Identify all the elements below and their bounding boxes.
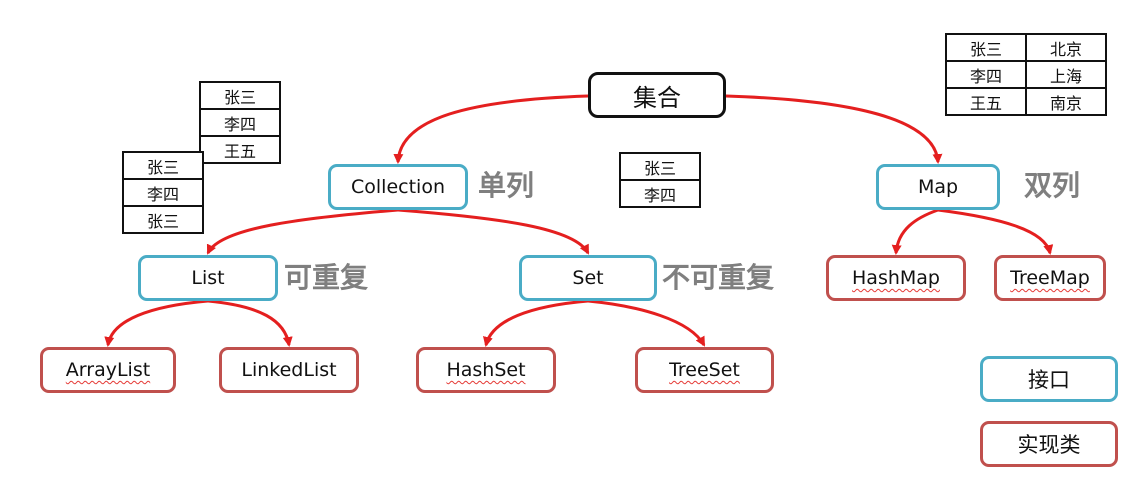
table-cell: 李四 (199, 108, 281, 137)
arrow-collection-set (397, 208, 590, 255)
arrow-root-collection (393, 94, 589, 164)
node-linkedlist: LinkedList (219, 347, 359, 393)
table-cell-value: 北京 (1025, 33, 1107, 62)
note-non-repeatable: 不可重复 (662, 261, 775, 294)
example-table-map: 张三 北京 李四 上海 王五 南京 (945, 33, 1107, 116)
note-single-column: 单列 (478, 169, 535, 202)
note-repeatable: 可重复 (284, 261, 369, 294)
arrow-set-hashset (483, 299, 589, 347)
table-cell-key: 李四 (945, 60, 1027, 89)
table-cell: 李四 (122, 178, 204, 207)
example-table-set: 张三 李四 (619, 152, 701, 208)
table-cell: 张三 (122, 205, 204, 234)
arrow-root-map (725, 94, 943, 164)
arrow-list-linkedlist (207, 299, 293, 347)
node-hashmap: HashMap (826, 255, 966, 301)
example-table-list-b: 张三 李四 张三 (122, 151, 204, 234)
note-double-column: 双列 (1024, 169, 1081, 202)
node-list: List (138, 255, 278, 301)
table-cell: 王五 (199, 135, 281, 164)
arrow-list-arraylist (104, 299, 209, 347)
node-treeset: TreeSet (635, 347, 774, 393)
table-cell: 张三 (122, 151, 204, 180)
arrow-map-treemap (937, 208, 1054, 255)
legend-implementation: 实现类 (980, 421, 1118, 467)
table-cell-value: 上海 (1025, 60, 1107, 89)
node-set: Set (519, 255, 657, 301)
legend-interface: 接口 (980, 356, 1118, 402)
table-cell-key: 张三 (945, 33, 1027, 62)
node-treemap: TreeMap (994, 255, 1106, 301)
node-arraylist: ArrayList (40, 347, 176, 393)
node-collection-root: 集合 (588, 72, 726, 118)
table-cell: 李四 (619, 179, 701, 208)
table-cell: 张三 (619, 152, 701, 181)
table-cell-value: 南京 (1025, 87, 1107, 116)
node-collection: Collection (328, 164, 468, 210)
arrow-map-hashmap (891, 208, 939, 255)
table-cell: 张三 (199, 81, 281, 110)
node-hashset: HashSet (416, 347, 556, 393)
table-cell-key: 王五 (945, 87, 1027, 116)
node-map: Map (876, 164, 1000, 210)
example-table-list-a: 张三 李四 王五 (199, 81, 281, 164)
arrow-collection-list (206, 208, 399, 255)
arrow-set-treeset (587, 299, 706, 347)
